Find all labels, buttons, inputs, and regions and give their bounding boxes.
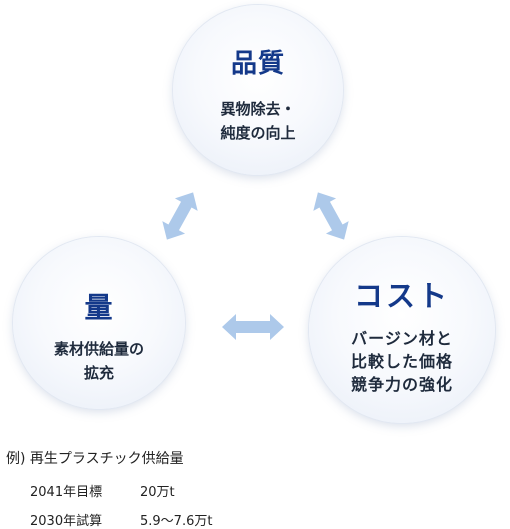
cost-desc-line: 比較した価格 (350, 352, 453, 371)
double-arrow-quality-cost (313, 192, 349, 240)
example-row-value: 20万t (140, 485, 175, 500)
example-heading: 例) 再生プラスチック供給量 (6, 451, 184, 467)
cost-circle: コスト バージン材と 比較した価格 競争力の強化 (309, 237, 495, 423)
volume-circle: 量 素材供給量の 拡充 (13, 237, 185, 409)
volume-desc-line: 素材供給量の (53, 340, 144, 358)
double-arrow-quality-volume (162, 192, 198, 240)
quality-circle: 品質 異物除去・ 純度の向上 (173, 5, 343, 175)
example-row: 2030年試算 5.9〜7.6万t (30, 510, 212, 529)
volume-description: 素材供給量の 拡充 (13, 337, 185, 385)
double-arrow-volume-cost (222, 314, 284, 340)
volume-desc-line: 拡充 (83, 364, 114, 382)
quality-desc-line: 純度の向上 (220, 124, 296, 142)
cost-title: コスト (353, 279, 450, 313)
quality-desc-line: 異物除去・ (220, 100, 296, 118)
quality-description: 異物除去・ 純度の向上 (173, 97, 343, 145)
example-row: 2041年目標 20万t (30, 481, 175, 500)
cost-desc-line: バージン材と (351, 329, 453, 348)
volume-title: 量 (84, 291, 114, 324)
cost-desc-line: 競争力の強化 (350, 375, 453, 394)
example-row-value: 5.9〜7.6万t (140, 514, 213, 529)
cost-description: バージン材と 比較した価格 競争力の強化 (309, 327, 495, 396)
example-row-label: 2030年試算 (30, 514, 103, 529)
quality-title: 品質 (230, 49, 285, 79)
example-row-label: 2041年目標 (30, 485, 103, 500)
